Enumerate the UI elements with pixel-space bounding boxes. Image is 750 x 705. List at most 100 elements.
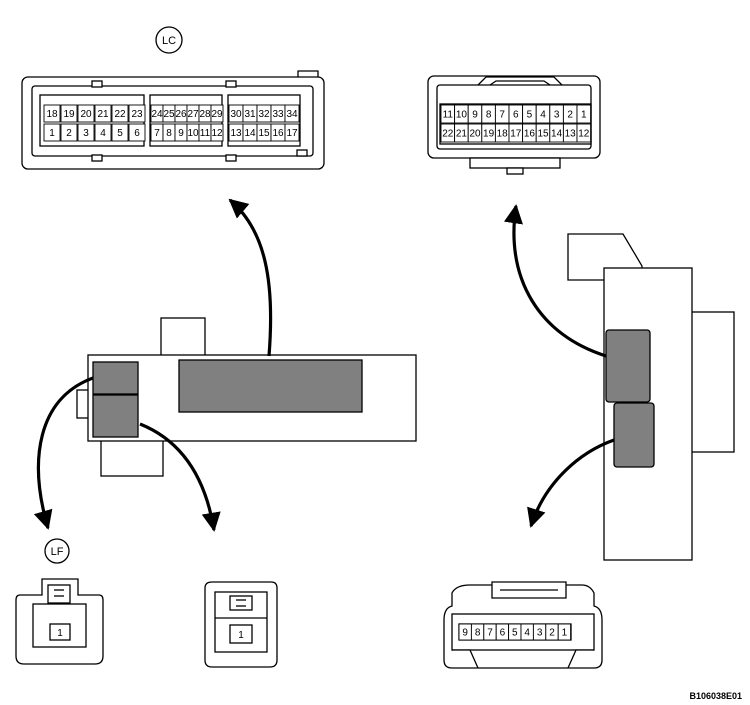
- right-top-connector-port: [605, 329, 651, 403]
- rt-pin-11: 11: [443, 110, 454, 121]
- lc-pin-12: 12: [211, 128, 223, 139]
- rt-pin-10: 10: [456, 110, 468, 121]
- rt-pin-1: 1: [581, 110, 587, 121]
- rt-pin-19: 19: [483, 129, 495, 140]
- rt-pin-2: 2: [567, 110, 573, 121]
- lc-pin-14: 14: [244, 128, 256, 139]
- rt-pin-21: 21: [456, 129, 468, 140]
- right-bottom-connector-port: [613, 402, 655, 468]
- rt-pin-1-cell: [576, 104, 592, 124]
- rb-pin-3: 3: [537, 628, 543, 639]
- lc-pin-4: 4: [100, 128, 106, 139]
- arrow-to-lc: [228, 198, 273, 357]
- lc-pin-32: 32: [258, 109, 270, 120]
- lc-pin-1-cell: [43, 123, 61, 142]
- lf-connector: [15, 578, 104, 665]
- lc-pin-4-cell: [94, 123, 112, 142]
- rb-pin-4: 4: [524, 628, 530, 639]
- arrow-to-right-top: [503, 204, 607, 358]
- lc-pin-34-cell: [284, 104, 300, 123]
- rt-pin-12: 12: [578, 129, 590, 140]
- rt-pin-15: 15: [537, 129, 549, 140]
- rb-pin-9: 9: [462, 628, 468, 639]
- lc-pin-23-cell: [128, 104, 146, 123]
- second-connector-port: [92, 394, 139, 438]
- lc-pin-33: 33: [272, 109, 284, 120]
- lc-pin-6-cell: [128, 123, 146, 142]
- arrow-to-right-bottom: [527, 438, 615, 528]
- lc-pin-22: 22: [114, 109, 126, 120]
- lc-connector-port: [178, 359, 363, 413]
- lc-pin-31: 31: [244, 109, 256, 120]
- lc-pin-12-cell: [210, 123, 224, 142]
- lf-connector-port: [92, 361, 139, 395]
- lc-pin-9: 9: [178, 128, 184, 139]
- lc-pin-5: 5: [117, 128, 123, 139]
- rt-pin-17: 17: [510, 129, 522, 140]
- right-component: [567, 233, 735, 561]
- lc-pin-19-cell: [60, 104, 78, 123]
- lc-pin-23: 23: [131, 109, 143, 120]
- rb-pin-2: 2: [549, 628, 555, 639]
- rb-pin-1: 1: [562, 628, 568, 639]
- rt-pin-12-cell: [576, 123, 592, 143]
- lc-pin-1: 1: [49, 128, 55, 139]
- rt-pin-5: 5: [527, 110, 533, 121]
- lf-connector-label: LF: [44, 538, 70, 564]
- lc-pin-25: 25: [163, 109, 175, 120]
- lf-pin-1: 1: [57, 628, 63, 639]
- lc-pin-21-cell: [94, 104, 112, 123]
- rt-pin-9: 9: [472, 110, 478, 121]
- rt-pin-7: 7: [499, 110, 505, 121]
- lc-pin-19: 19: [63, 109, 75, 120]
- svg-text:LC: LC: [162, 35, 176, 47]
- lc-pin-8: 8: [166, 128, 172, 139]
- rb-pin-8: 8: [475, 628, 481, 639]
- figure-code: B106038E01: [689, 691, 742, 701]
- rb-pin-6: 6: [500, 628, 506, 639]
- lc-pin-16: 16: [272, 128, 284, 139]
- lc-pin-17: 17: [286, 128, 298, 139]
- svg-text:LF: LF: [51, 546, 64, 558]
- lc-pin-28: 28: [199, 109, 211, 120]
- arrows: [33, 198, 615, 532]
- lc-pin-5-cell: [111, 123, 129, 142]
- rt-pin-22: 22: [442, 129, 454, 140]
- lc-pin-11: 11: [200, 128, 211, 139]
- rt-pin-18: 18: [497, 129, 509, 140]
- lc-pin-6: 6: [134, 128, 140, 139]
- lc-pin-24: 24: [151, 109, 163, 120]
- rt-pin-14: 14: [551, 129, 563, 140]
- rt-pin-16: 16: [524, 129, 536, 140]
- lc-pin-10: 10: [187, 128, 199, 139]
- left-component: [76, 317, 417, 477]
- lc-pin-2-cell: [60, 123, 78, 142]
- rt-pin-3: 3: [554, 110, 560, 121]
- rt-pin-13: 13: [565, 129, 577, 140]
- rt-pin-4: 4: [540, 110, 546, 121]
- lc-pin-15: 15: [258, 128, 270, 139]
- lc-pin-3: 3: [83, 128, 89, 139]
- lc-pin-29: 29: [211, 109, 223, 120]
- rt-pin-8: 8: [486, 110, 492, 121]
- lc-pin-18: 18: [46, 109, 58, 120]
- rb-pin-1-cell: [557, 623, 572, 641]
- lc-connector-label: LC: [155, 26, 183, 54]
- lc-pin-13: 13: [230, 128, 242, 139]
- lc-pin-7: 7: [154, 128, 160, 139]
- rt-pin-20: 20: [469, 129, 481, 140]
- rb-pin-7: 7: [487, 628, 493, 639]
- lc-pin-30: 30: [230, 109, 242, 120]
- lc-pin-26: 26: [175, 109, 187, 120]
- lc-pin-17-cell: [284, 123, 300, 142]
- lc-pin-27: 27: [187, 109, 199, 120]
- bottom-left-pin-1: 1: [238, 630, 244, 641]
- lc-pin-20: 20: [80, 109, 92, 120]
- lc-pin-3-cell: [77, 123, 95, 142]
- lc-pin-34: 34: [286, 109, 298, 120]
- bottom-left-connector: [204, 581, 278, 668]
